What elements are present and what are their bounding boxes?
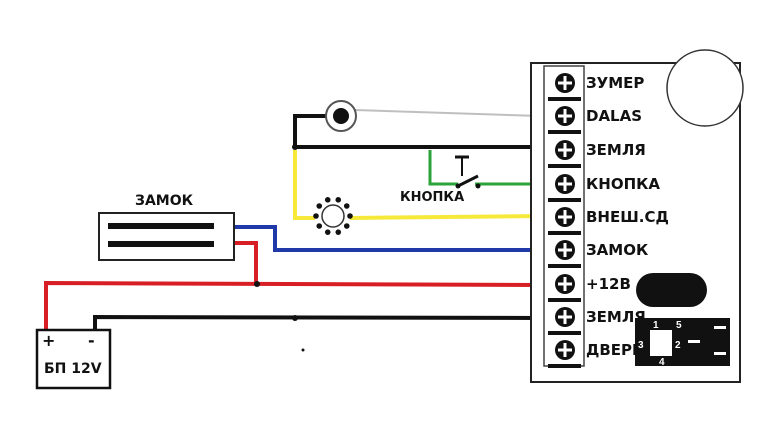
led-dot xyxy=(313,213,319,219)
terminal-label: DALAS xyxy=(586,107,642,125)
junction-dot xyxy=(254,281,260,287)
junction-dot xyxy=(292,315,298,321)
jumper-pin-1: 1 xyxy=(653,320,659,331)
terminal-4: КНОПКА xyxy=(548,174,660,202)
terminal-5: ВНЕШ.СД xyxy=(548,207,669,235)
terminal-block: ЗУМЕР DALAS ЗЕМЛЯ КНОПКА ВНЕШ.СД ЗАМОК +12В ЗЕМ… xyxy=(548,73,669,368)
jumper-pin-3: 3 xyxy=(638,340,644,351)
led-dot xyxy=(324,197,331,203)
jumper-pin-5: 5 xyxy=(676,320,682,331)
led-indicator-icon xyxy=(313,197,353,235)
led-dot xyxy=(343,203,350,209)
wire-led-yellow-2 xyxy=(349,214,541,220)
terminal-9: ДВЕРЬ xyxy=(548,340,643,368)
wire-reader-ground xyxy=(293,114,540,149)
terminal-label: ДВЕРЬ xyxy=(586,341,643,359)
junction-dot xyxy=(292,144,298,150)
terminal-8: ЗЕМЛЯ xyxy=(548,307,646,335)
dallas-reader xyxy=(325,100,357,132)
psu-label: БП 12V xyxy=(44,361,102,377)
led-dot xyxy=(324,229,331,235)
jumper-pin-2: 2 xyxy=(675,340,681,351)
terminal-label: ЗЕМЛЯ xyxy=(586,141,646,159)
power-supply xyxy=(35,328,112,390)
terminal-label: ЗЕМЛЯ xyxy=(586,308,646,326)
terminal-3: ЗЕМЛЯ xyxy=(548,140,646,168)
terminal-1: ЗУМЕР xyxy=(548,73,644,101)
led-dot xyxy=(335,229,342,235)
wire-lock-red xyxy=(234,241,258,284)
terminal-label: +12В xyxy=(586,275,631,293)
terminal-label: ЗУМЕР xyxy=(586,74,644,92)
relay-icon xyxy=(636,273,707,307)
lock-icon xyxy=(98,212,235,261)
wire-button-green xyxy=(428,150,458,186)
wire-psu-red xyxy=(44,280,541,330)
lock-title: ЗАМОК xyxy=(135,193,194,209)
terminal-label: ЗАМОК xyxy=(586,241,649,259)
led-dot xyxy=(316,223,323,229)
psu-minus: - xyxy=(88,331,95,350)
wire-led-yellow xyxy=(293,150,315,220)
terminal-7: +12В xyxy=(548,274,631,302)
wire-lock-blue xyxy=(234,225,540,252)
button-label: КНОПКА xyxy=(400,190,464,205)
terminal-2: DALAS xyxy=(548,106,642,134)
jumper-pin-4: 4 xyxy=(659,357,665,368)
terminal-6: ЗАМОК xyxy=(548,240,649,268)
led-dot xyxy=(335,197,342,203)
terminal-label: ВНЕШ.СД xyxy=(586,208,669,226)
buzzer-icon xyxy=(666,49,744,127)
wire-psu-black xyxy=(93,314,541,330)
jumper-block: 1 2 3 4 5 xyxy=(635,318,730,368)
push-button-icon xyxy=(455,155,481,189)
terminal-label: КНОПКА xyxy=(586,175,660,193)
wire-dalas-grey xyxy=(354,109,541,117)
junction-dot xyxy=(301,348,305,352)
wires xyxy=(44,109,541,352)
psu-plus: + xyxy=(42,331,55,350)
led-dot xyxy=(347,213,353,219)
led-dot xyxy=(343,223,350,229)
led-dot xyxy=(316,203,323,209)
